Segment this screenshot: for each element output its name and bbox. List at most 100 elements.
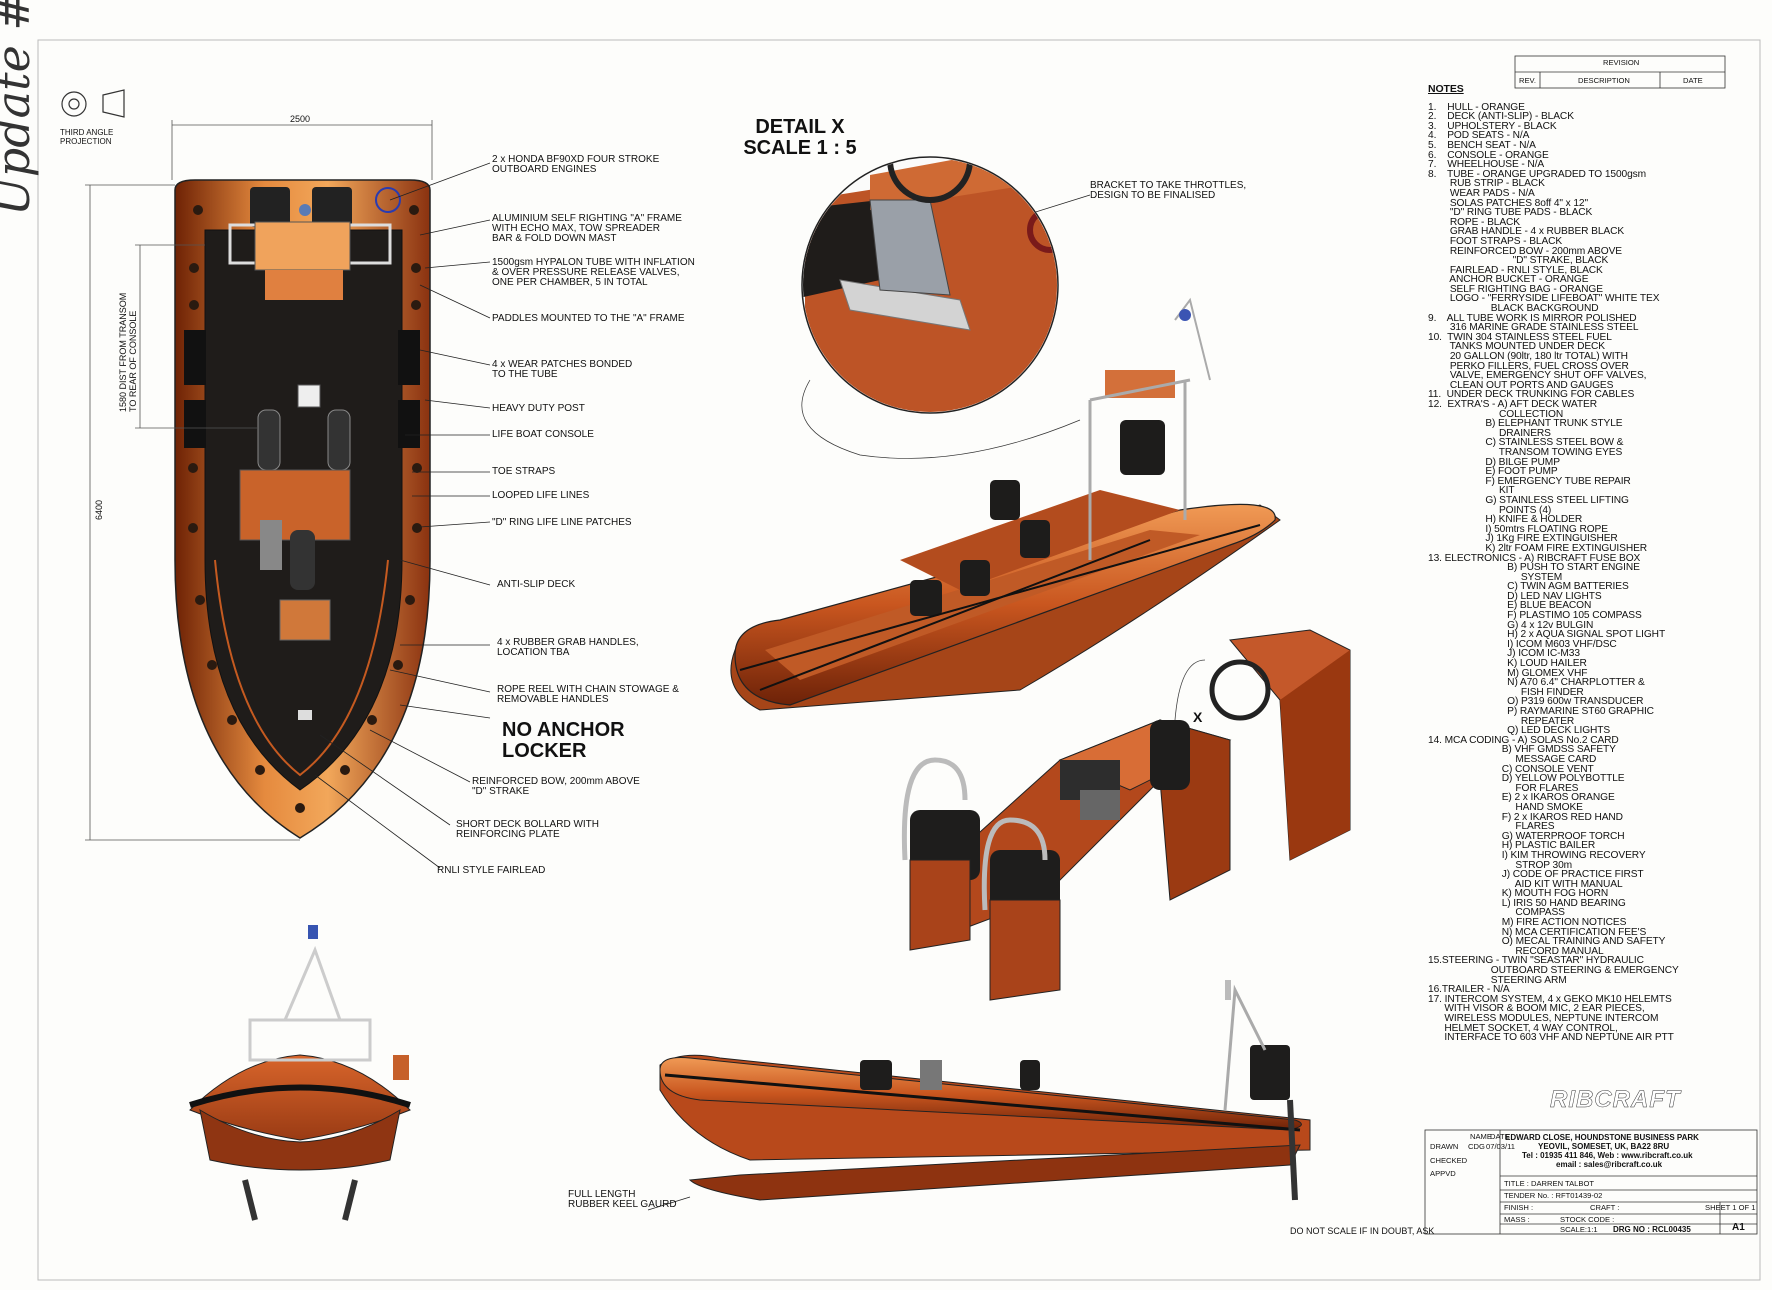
note-line: "D" STRAKE, BLACK — [1428, 255, 1609, 267]
ribcraft-logo: RIBCRAFT — [1550, 1086, 1681, 1113]
note-line: COMPASS — [1428, 907, 1565, 919]
revision-rev-col: REV. — [1519, 76, 1537, 85]
callout-paddles: PADDLES MOUNTED TO THE "A" FRAME — [492, 313, 685, 324]
note-line: ROPE - BLACK — [1428, 216, 1520, 228]
note-line: B) PUSH TO START ENGINE — [1428, 562, 1640, 574]
callout-reinforced-bow: REINFORCED BOW, 200mm ABOVE "D" STRAKE — [472, 776, 640, 797]
note-line: J) CODE OF PRACTICE FIRST — [1428, 869, 1644, 881]
projection-label: THIRD ANGLE PROJECTION — [60, 128, 114, 146]
sheet-size: A1 — [1732, 1222, 1745, 1233]
note-line: P) RAYMARINE ST60 GRAPHIC — [1428, 706, 1654, 717]
iso-boat-view — [730, 297, 1281, 711]
note-line: Q) LED DECK LIGHTS — [1428, 725, 1611, 737]
name-column-header: NAME — [1470, 1132, 1492, 1141]
note-line: WEAR PADS - N/A — [1428, 187, 1535, 199]
note-line: F) 2 x IKAROS RED HAND — [1428, 811, 1623, 823]
callout-engines: 2 x HONDA BF90XD FOUR STROKE OUTBOARD EN… — [492, 154, 660, 175]
callout-rope-reel: ROPE REEL WITH CHAIN STOWAGE & REMOVABLE… — [497, 684, 679, 705]
note-line: 8. TUBE - ORANGE UPGRADED TO 1500gsm — [1428, 168, 1647, 180]
note-line: J) ICOM IC-M33 — [1428, 648, 1580, 660]
callout-rnli-fairlead: RNLI STYLE FAIRLEAD — [437, 865, 546, 876]
revision-table — [1514, 55, 1726, 89]
stock-code-field: STOCK CODE : — [1560, 1215, 1615, 1224]
dimension-lines — [85, 120, 433, 841]
note-line: HELMET SOCKET, 4 WAY CONTROL, — [1428, 1022, 1618, 1034]
note-line: G) STAINLESS STEEL LIFTING — [1428, 494, 1629, 506]
note-line: KIT — [1428, 485, 1515, 497]
tender-field: TENDER No. : RFT01439-02 — [1504, 1191, 1603, 1200]
note-line: ANCHOR BUCKET - ORANGE — [1428, 274, 1589, 286]
callout-toe-straps: TOE STRAPS — [492, 466, 556, 477]
note-line: 6. CONSOLE - ORANGE — [1428, 149, 1549, 161]
note-line: K) MOUTH FOG HORN — [1428, 888, 1609, 900]
note-line: G) WATERPROOF TORCH — [1428, 830, 1625, 842]
handwritten-update-note: Update #1 — [0, 0, 40, 216]
note-line: 14. MCA CODING - A) SOLAS No.2 CARD — [1428, 734, 1619, 746]
callout-lifeboat-console: LIFE BOAT CONSOLE — [492, 429, 594, 440]
note-line: MESSAGE CARD — [1428, 753, 1597, 765]
note-line: COLLECTION — [1428, 408, 1564, 420]
note-line: RUB STRIP - BLACK — [1428, 178, 1545, 190]
callout-a-frame: ALUMINIUM SELF RIGHTING "A" FRAME WITH E… — [492, 213, 682, 244]
note-line: HAND SMOKE — [1428, 801, 1583, 813]
address-line-3: Tel : 01935 411 846, Web : www.ribcraft.… — [1522, 1151, 1693, 1160]
side-view — [659, 980, 1311, 1201]
callout-wear-patches: 4 x WEAR PATCHES BONDED TO THE TUBE — [492, 359, 633, 380]
note-line: 7. WHEELHOUSE - N/A — [1428, 159, 1545, 171]
note-line: FISH FINDER — [1428, 686, 1584, 698]
craft-field: CRAFT : — [1590, 1203, 1620, 1212]
note-line: I) KIM THROWING RECOVERY — [1428, 849, 1646, 861]
note-line: WITH VISOR & BOOM MIC, 2 EAR PIECES, — [1428, 1003, 1645, 1015]
drawn-name: CDG — [1468, 1142, 1485, 1151]
drawn-date: 07/03/11 — [1486, 1142, 1515, 1151]
note-line: 17. INTERCOM SYSTEM, 4 x GEKO MK10 HELEM… — [1428, 993, 1672, 1005]
note-line: C) TWIN AGM BATTERIES — [1428, 581, 1629, 593]
revision-description-col: DESCRIPTION — [1578, 76, 1630, 85]
note-line: FAIRLEAD - RNLI STYLE, BLACK — [1428, 264, 1603, 276]
console-view — [901, 629, 1351, 1001]
note-line: INTERFACE TO 603 VHF AND NEPTUNE AIR PTT — [1428, 1032, 1674, 1044]
note-line: 16.TRAILER - N/A — [1428, 984, 1510, 996]
finish-field: FINISH : — [1504, 1203, 1534, 1212]
callout-throttle-bracket: BRACKET TO TAKE THROTTLES, DESIGN TO BE … — [1090, 180, 1247, 201]
note-line: G) 4 x 12v BULGIN — [1428, 619, 1594, 631]
note-line: I) ICOM M603 VHF/DSC — [1428, 638, 1617, 650]
detail-x-view — [801, 156, 1081, 459]
callout-heavy-duty-post: HEAVY DUTY POST — [492, 403, 585, 414]
note-line: C) STAINLESS STEEL BOW & — [1428, 437, 1624, 449]
note-line: SOLAS PATCHES 8off 4" x 12" — [1428, 197, 1589, 209]
no-anchor-locker-label: NO ANCHOR LOCKER — [502, 719, 625, 762]
note-line: D) LED NAV LIGHTS — [1428, 590, 1602, 602]
callout-grab-handles: 4 x RUBBER GRAB HANDLES, LOCATION TBA — [497, 637, 639, 658]
revision-date-col: DATE — [1683, 76, 1703, 85]
date-column-header: DATE — [1490, 1132, 1510, 1141]
callout-looped-life-lines: LOOPED LIFE LINES — [492, 490, 590, 501]
note-line: VALVE, EMERGENCY SHUT OFF VALVES, — [1428, 370, 1647, 382]
note-line: WIRELESS MODULES, NEPTUNE INTERCOM — [1428, 1013, 1659, 1024]
note-line: "D" RING TUBE PADS - BLACK — [1428, 207, 1593, 219]
note-line: M) FIRE ACTION NOTICES — [1428, 917, 1627, 929]
note-line: L) IRIS 50 HAND BEARING — [1428, 897, 1626, 909]
note-line: SYSTEM — [1428, 571, 1563, 583]
dimension-length: 6400 — [94, 499, 104, 520]
scale-field: SCALE:1:1 — [1560, 1225, 1598, 1234]
note-line: CLEAN OUT PORTS AND GAUGES — [1428, 379, 1614, 391]
callout-keel-guard: FULL LENGTH RUBBER KEEL GAURD — [568, 1189, 677, 1210]
note-line: 12. EXTRA'S - A) AFT DECK WATER — [1428, 399, 1597, 410]
callout-deck-bollard: SHORT DECK BOLLARD WITH REINFORCING PLAT… — [456, 819, 599, 840]
note-line: OUTBOARD STEERING & EMERGENCY — [1428, 965, 1679, 977]
note-line: N) A70 6.4" CHARPLOTTER & — [1428, 677, 1645, 689]
note-line: RECORD MANUAL — [1428, 945, 1604, 957]
note-line: AID KIT WITH MANUAL — [1428, 878, 1623, 890]
note-line: LOGO - "FERRYSIDE LIFEBOAT" WHITE TEX — [1428, 293, 1660, 305]
approved-label: APPVD — [1430, 1169, 1456, 1178]
plan-view-boat — [174, 179, 431, 839]
note-line: FOOT STRAPS - BLACK — [1428, 235, 1563, 247]
note-line: E) FOOT PUMP — [1428, 466, 1558, 478]
note-line: N) MCA CERTIFICATION FEE'S — [1428, 926, 1647, 938]
note-line: H) 2 x AQUA SIGNAL SPOT LIGHT — [1428, 629, 1666, 641]
note-line: F) PLASTIMO 105 COMPASS — [1428, 610, 1642, 622]
